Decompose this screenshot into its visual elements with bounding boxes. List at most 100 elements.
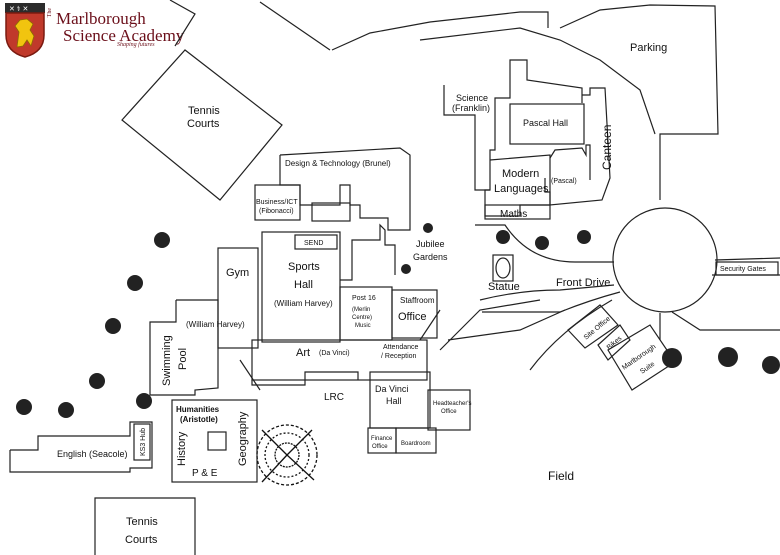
- label-tennis-top-2: Courts: [187, 118, 220, 130]
- tree-icon: [662, 348, 682, 368]
- swimming-block: [149, 299, 219, 396]
- logo-motto: Shaping futures: [117, 42, 155, 48]
- security-gates: [715, 261, 779, 276]
- label-pascal-hall: Pascal Hall: [523, 118, 568, 128]
- headteacher-office: [427, 389, 471, 431]
- label-parking: Parking: [630, 42, 667, 54]
- tree-icon: [577, 230, 591, 244]
- english-block: [9, 421, 153, 473]
- tree-icon: [535, 236, 549, 250]
- label-front-drive: Front Drive: [556, 277, 610, 289]
- label-gym: Gym: [226, 267, 249, 279]
- logo-academy: Science Academy: [63, 26, 185, 45]
- tree-icon: [127, 275, 143, 291]
- label-da-vinci-hall-2: Hall: [386, 396, 402, 406]
- label-tennis-bottom-1: Tennis: [126, 516, 158, 528]
- large-tree-icon: [256, 424, 318, 486]
- label-william-harvey-pool: (William Harvey): [186, 320, 245, 329]
- tennis-courts-top: [121, 49, 283, 201]
- label-staffroom: Staffroom: [400, 296, 435, 305]
- tree-icon: [423, 223, 433, 233]
- logo-school-name: Marlborough: [56, 9, 146, 28]
- modern-languages-block: [484, 154, 551, 217]
- label-marlborough-2: Suite: [639, 361, 656, 376]
- label-swimming: Swimming: [161, 335, 173, 386]
- label-humanities-1: Humanities: [176, 405, 220, 414]
- label-jubilee-1: Jubilee: [416, 239, 445, 249]
- label-tennis-top-1: Tennis: [188, 105, 220, 117]
- boardroom: [395, 427, 437, 454]
- bikes-block: [597, 324, 631, 361]
- academy-logo: ✕ ⚕ ✕ The Marlborough Science Academy Sh…: [3, 2, 184, 58]
- send-room: [294, 234, 338, 250]
- label-attendance-2: / Reception: [381, 353, 417, 360]
- maths-block: [484, 204, 551, 220]
- label-bikes: Bikes: [606, 335, 624, 352]
- art-block: [251, 339, 428, 381]
- statue-base: [492, 254, 514, 282]
- label-jubilee-2: Gardens: [413, 252, 448, 262]
- tree-icon: [496, 230, 510, 244]
- label-pool: Pool: [177, 348, 189, 370]
- label-attendance-1: Attendance: [383, 344, 419, 351]
- pascal-hall: [509, 103, 585, 145]
- svg-text:✕ ⚕ ✕: ✕ ⚕ ✕: [9, 5, 28, 13]
- label-tennis-bottom-2: Courts: [125, 534, 158, 546]
- label-headteacher-2: Office: [441, 409, 457, 415]
- lrc-block: [251, 371, 359, 386]
- label-ks3-hub: KS3 Hub: [140, 428, 147, 456]
- label-da-vinci-hall-1: Da Vinci: [375, 384, 408, 394]
- label-post16-4: Music: [355, 323, 371, 329]
- site-office: [567, 304, 619, 349]
- tree-icon: [762, 356, 780, 374]
- label-da-vinci-small: (Da Vinci): [319, 350, 350, 357]
- label-sports-1: Sports: [288, 261, 320, 273]
- label-statue: Statue: [488, 281, 520, 293]
- business-ict: [254, 184, 301, 221]
- label-science-1: Science: [456, 93, 488, 103]
- tree-icon: [58, 402, 74, 418]
- label-sports-2: Hall: [294, 279, 313, 291]
- label-post16-3: Centre): [352, 315, 372, 321]
- tree-icon: [718, 347, 738, 367]
- tree-icon: [89, 373, 105, 389]
- label-science-2: (Franklin): [452, 103, 490, 113]
- label-pe: P & E: [192, 468, 218, 479]
- science-block: [443, 59, 583, 191]
- label-post16-1: Post 16: [352, 295, 376, 302]
- design-small-block: [311, 202, 351, 222]
- label-design-tech: Design & Technology (Brunel): [285, 159, 391, 168]
- label-business-2: (Fibonacci): [259, 208, 294, 215]
- statue-icon: [495, 257, 511, 279]
- gym-block: [217, 247, 259, 349]
- label-humanities-2: (Aristotle): [180, 415, 218, 424]
- tree-icon: [105, 318, 121, 334]
- label-finance-1: Finance: [371, 436, 393, 442]
- roundabout: [612, 207, 718, 313]
- label-modern-2: Languages: [494, 183, 549, 195]
- tree-icon: [136, 393, 152, 409]
- label-pascal-small: (Pascal): [551, 178, 577, 185]
- label-field: Field: [548, 469, 574, 483]
- label-business-1: Business/ICT: [256, 199, 298, 206]
- label-canteen: Canteen: [600, 125, 614, 170]
- label-site-office: Site Office: [583, 315, 612, 341]
- label-art: Art: [296, 347, 310, 359]
- pascal-block-2: [549, 144, 591, 180]
- label-boardroom: Boardroom: [401, 441, 431, 447]
- field-boundary: [239, 299, 566, 391]
- label-lrc: LRC: [324, 392, 344, 403]
- humanities-inner: [207, 431, 227, 451]
- humanities-block: [171, 399, 258, 483]
- tree-icon: [16, 399, 32, 415]
- label-william-harvey-sports: (William Harvey): [274, 299, 333, 308]
- canteen-block: [544, 87, 611, 206]
- label-modern-1: Modern: [502, 168, 539, 180]
- label-english: English (Seacole): [57, 449, 128, 459]
- tree-icon: [154, 232, 170, 248]
- label-geography: Geography: [237, 411, 249, 466]
- label-finance-2: Office: [372, 444, 388, 450]
- parking-boundary: [169, 0, 719, 200]
- label-history: History: [176, 431, 188, 466]
